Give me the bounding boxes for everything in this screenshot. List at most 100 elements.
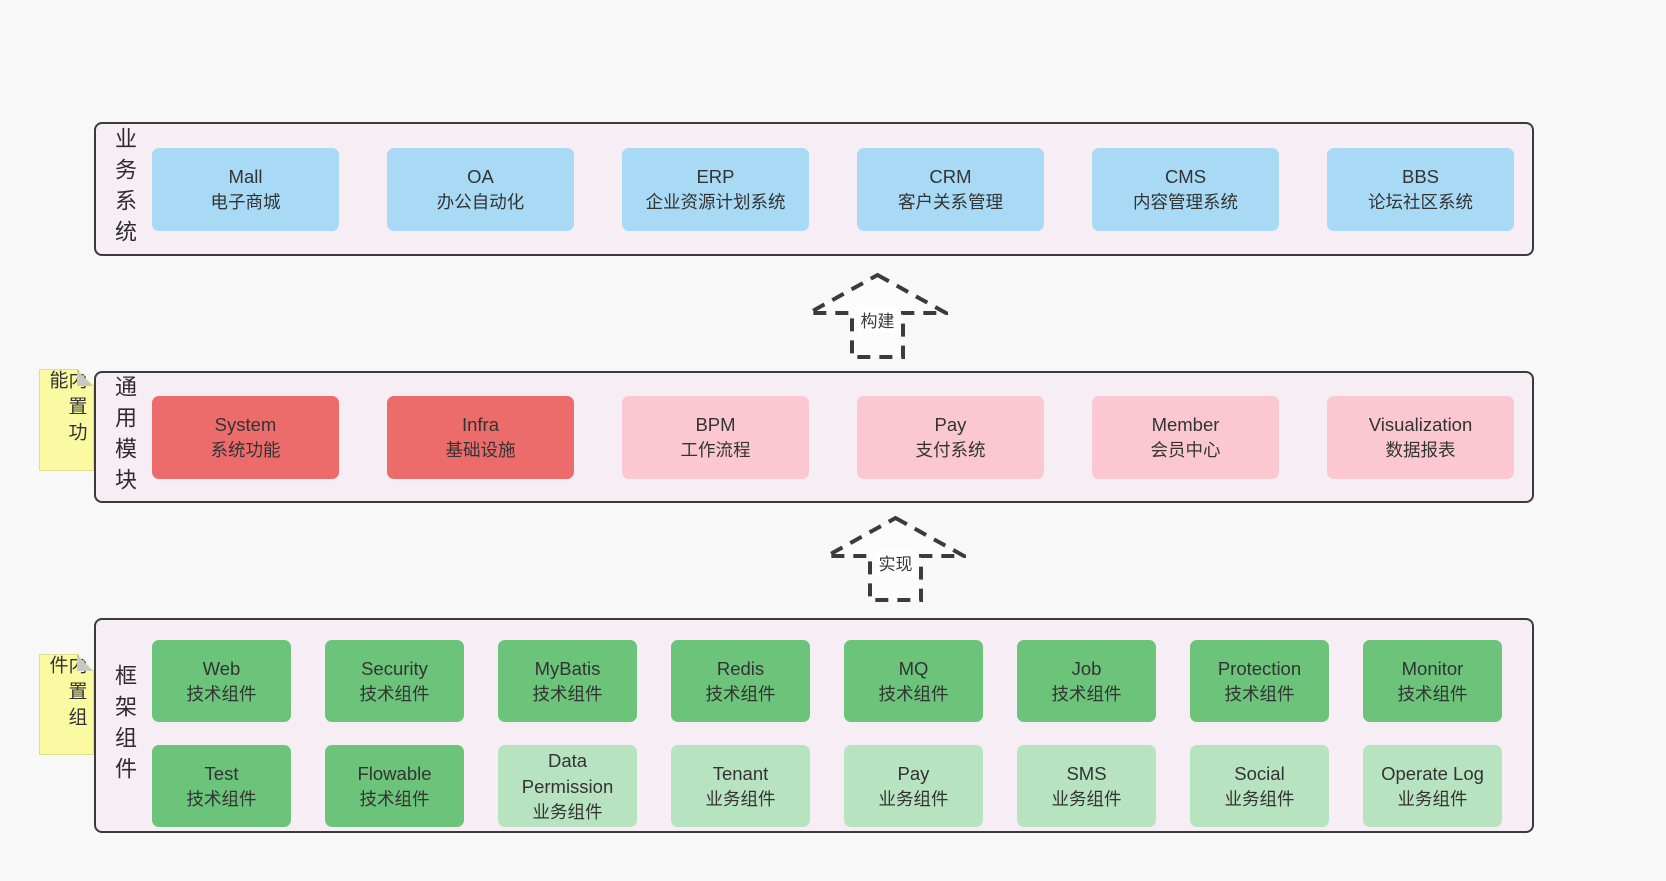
card-desc: 技术组件 [532, 683, 603, 704]
card-name: Tenant [712, 762, 769, 784]
card-desc: 业务组件 [878, 788, 949, 809]
card-name: Flowable [357, 762, 432, 784]
card-name: Social [1234, 762, 1285, 784]
card-desc: 支付系统 [915, 439, 986, 460]
card-desc: 业务组件 [532, 801, 603, 822]
card-name: Pay [897, 762, 930, 784]
card-data-permission: Data Permission 业务组件 [498, 745, 637, 827]
card-desc: 会员中心 [1150, 439, 1221, 460]
card-name: System [214, 413, 277, 435]
card-erp: ERP 企业资源计划系统 [622, 147, 809, 231]
card-oa: OA 办公自动化 [387, 147, 574, 231]
module-cards-row: System 系统功能 Infra 基础设施 BPM 工作流程 Pay 支付系统… [152, 373, 1532, 501]
layer-business-systems: 业务系统 Mall 电子商城 OA 办公自动化 ERP 企业资源计划系统 CRM… [94, 122, 1534, 256]
card-desc: 工作流程 [680, 439, 751, 460]
folded-corner-icon [77, 655, 93, 671]
card-name: Security [361, 657, 428, 679]
card-member: Member 会员中心 [1092, 395, 1279, 479]
card-desc: 技术组件 [186, 683, 257, 704]
card-name: MyBatis [534, 657, 601, 679]
card-desc: 基础设施 [445, 439, 516, 460]
card-name: OA [467, 165, 494, 187]
card-name: Member [1151, 413, 1220, 435]
card-name: Mall [228, 165, 263, 187]
card-desc: 业务组件 [1051, 788, 1122, 809]
card-name: Infra [461, 413, 500, 435]
card-bpm: BPM 工作流程 [622, 395, 809, 479]
layer-label-business: 业务系统 [112, 127, 137, 251]
up-arrow-build: 构建 [807, 272, 948, 360]
card-security: Security 技术组件 [325, 640, 464, 722]
card-name: Operate Log [1381, 762, 1484, 784]
card-web: Web 技术组件 [152, 640, 291, 722]
card-desc: 技术组件 [878, 683, 949, 704]
card-name: Monitor [1401, 657, 1464, 679]
card-system: System 系统功能 [152, 395, 339, 479]
card-flowable: Flowable 技术组件 [325, 745, 464, 827]
card-crm: CRM 客户关系管理 [857, 147, 1044, 231]
card-desc: 电子商城 [210, 191, 281, 212]
card-desc: 业务组件 [1397, 788, 1468, 809]
card-name: Data Permission [521, 749, 614, 797]
card-name: Redis [716, 657, 765, 679]
card-name: Web [202, 657, 241, 679]
card-desc: 技术组件 [705, 683, 776, 704]
card-desc: 技术组件 [1224, 683, 1295, 704]
card-name: CRM [929, 165, 972, 187]
note-text: 内置组件 [46, 655, 87, 733]
arrow-label-build: 构建 [857, 306, 898, 333]
card-social: Social 业务组件 [1190, 745, 1329, 827]
card-monitor: Monitor 技术组件 [1363, 640, 1502, 722]
card-operate-log: Operate Log 业务组件 [1363, 745, 1502, 827]
layer-label-modules: 通用模块 [112, 375, 137, 499]
card-pay-module: Pay 支付系统 [857, 395, 1044, 479]
note-text: 内置功能 [46, 370, 87, 448]
card-cms: CMS 内容管理系统 [1092, 147, 1279, 231]
card-desc: 业务组件 [705, 788, 776, 809]
card-mall: Mall 电子商城 [152, 147, 339, 231]
card-desc: 技术组件 [1051, 683, 1122, 704]
card-mq: MQ 技术组件 [844, 640, 983, 722]
layer-common-modules: 通用模块 System 系统功能 Infra 基础设施 BPM 工作流程 Pay… [94, 371, 1534, 503]
card-name: SMS [1066, 762, 1107, 784]
card-desc: 系统功能 [210, 439, 281, 460]
arrow-label-implement: 实现 [875, 549, 916, 576]
card-desc: 企业资源计划系统 [645, 191, 786, 212]
card-name: CMS [1164, 165, 1207, 187]
layer-label-components: 框架组件 [112, 663, 137, 788]
card-name: BPM [695, 413, 736, 435]
card-desc: 技术组件 [1397, 683, 1468, 704]
card-desc: 办公自动化 [436, 191, 525, 212]
card-desc: 客户关系管理 [898, 191, 1003, 212]
card-visualization: Visualization 数据报表 [1327, 395, 1514, 479]
card-name: BBS [1401, 165, 1440, 187]
layer-framework-components: 框架组件 Web 技术组件 Security 技术组件 MyBatis 技术组件… [94, 618, 1534, 833]
up-arrow-implement: 实现 [825, 515, 966, 603]
card-tenant: Tenant 业务组件 [671, 745, 810, 827]
card-name: Job [1071, 657, 1102, 679]
card-sms: SMS 业务组件 [1017, 745, 1156, 827]
sticky-note-built-in-components: 内置组件 [39, 654, 94, 755]
business-cards-row: Mall 电子商城 OA 办公自动化 ERP 企业资源计划系统 CRM 客户关系… [152, 124, 1532, 254]
card-desc: 技术组件 [186, 788, 257, 809]
card-desc: 论坛社区系统 [1368, 191, 1473, 212]
card-pay-component: Pay 业务组件 [844, 745, 983, 827]
component-cards-grid: Web 技术组件 Security 技术组件 MyBatis 技术组件 Redi… [152, 620, 1532, 831]
card-redis: Redis 技术组件 [671, 640, 810, 722]
card-job: Job 技术组件 [1017, 640, 1156, 722]
card-bbs: BBS 论坛社区系统 [1327, 147, 1514, 231]
card-name: Test [204, 762, 239, 784]
card-infra: Infra 基础设施 [387, 395, 574, 479]
card-name: ERP [696, 165, 735, 187]
card-name: Visualization [1368, 413, 1473, 435]
card-desc: 技术组件 [359, 788, 430, 809]
card-desc: 业务组件 [1224, 788, 1295, 809]
card-name: Protection [1217, 657, 1302, 679]
card-protection: Protection 技术组件 [1190, 640, 1329, 722]
card-test: Test 技术组件 [152, 745, 291, 827]
card-mybatis: MyBatis 技术组件 [498, 640, 637, 722]
card-desc: 数据报表 [1385, 439, 1456, 460]
card-name: Pay [934, 413, 967, 435]
card-desc: 内容管理系统 [1133, 191, 1238, 212]
